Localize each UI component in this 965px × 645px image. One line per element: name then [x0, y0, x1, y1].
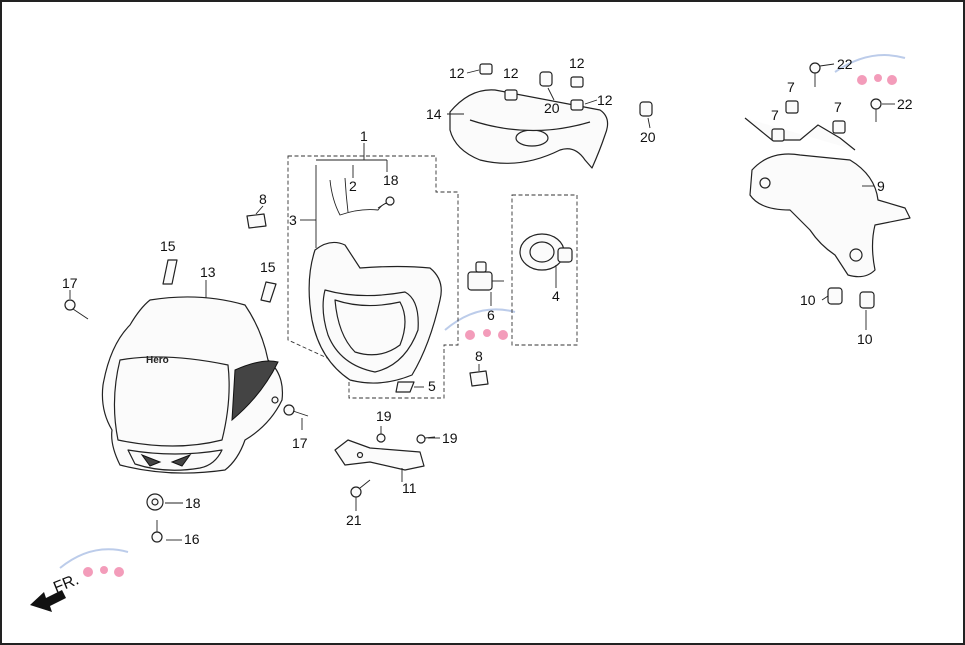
callout-17a: 17: [62, 275, 78, 291]
nut-8a: [246, 213, 267, 229]
callout-18a: 18: [383, 172, 399, 188]
callout-8b: 8: [475, 348, 483, 364]
cowl-brand-label: Hero: [146, 355, 169, 366]
bolt-17a: [64, 299, 89, 320]
watermark-logo-center: [444, 308, 516, 340]
callout-19a: 19: [376, 408, 392, 424]
callout-1: 1: [360, 128, 368, 144]
nuts-12: [479, 63, 584, 111]
grommets-20: [539, 71, 653, 117]
watermark-logo-bottom-left: [59, 548, 129, 577]
callout-10b: 10: [857, 331, 873, 347]
callout-10a: 10: [800, 292, 816, 308]
callout-15b: 15: [260, 259, 276, 275]
callout-16: 16: [184, 531, 200, 547]
clip-15a: [162, 259, 178, 285]
callout-8a: 8: [259, 191, 267, 207]
screw-19b: [416, 434, 436, 444]
bolt-17b: [283, 404, 309, 417]
watermark-logo-top-right: [834, 54, 906, 85]
headlight-bracket: [744, 117, 911, 278]
callout-3: 3: [289, 212, 297, 228]
callout-7b: 7: [771, 107, 779, 123]
callout-2: 2: [349, 178, 357, 194]
headlight-cowl: [101, 296, 284, 474]
callout-21: 21: [346, 512, 362, 528]
bulb-socket: [519, 233, 573, 271]
front-direction-arrow: [30, 590, 66, 612]
callout-15a: 15: [160, 238, 176, 254]
upper-cover: [449, 89, 609, 169]
callout-13: 13: [200, 264, 216, 280]
leader-lines: [69, 63, 895, 541]
screw-18: [377, 196, 395, 209]
callout-19b: 19: [442, 430, 458, 446]
callout-18b: 18: [185, 495, 201, 511]
screw-16: [151, 520, 163, 543]
bolt-21: [350, 479, 371, 498]
front-direction-label: FR.: [51, 571, 81, 596]
headlight-unit: [308, 177, 442, 393]
bulb-socket-box: [511, 194, 578, 346]
bolts-22: [809, 62, 882, 122]
mounting-bracket: [334, 439, 425, 471]
callout-12b: 12: [503, 65, 519, 81]
callout-20b: 20: [640, 129, 656, 145]
callout-12d: 12: [597, 92, 613, 108]
callout-9: 9: [877, 178, 885, 194]
callout-4: 4: [552, 288, 560, 304]
callout-7a: 7: [787, 79, 795, 95]
callout-5: 5: [428, 378, 436, 394]
callout-22a: 22: [837, 56, 853, 72]
clip-15b: [260, 281, 277, 303]
callout-11: 11: [402, 480, 417, 496]
callout-14: 14: [426, 106, 442, 122]
screw-19a: [376, 426, 386, 443]
callout-6: 6: [487, 307, 495, 323]
nut-8b: [469, 370, 489, 387]
callout-22b: 22: [897, 96, 913, 112]
callout-7c: 7: [834, 99, 842, 115]
washer-18: [146, 493, 164, 511]
callout-12c: 12: [569, 55, 585, 71]
grommets-10: [827, 287, 875, 309]
callout-20a: 20: [544, 100, 560, 116]
headlight-bulb: [467, 261, 504, 291]
callout-12a: 12: [449, 65, 465, 81]
spacers-7: [771, 100, 846, 142]
callout-17b: 17: [292, 435, 308, 451]
